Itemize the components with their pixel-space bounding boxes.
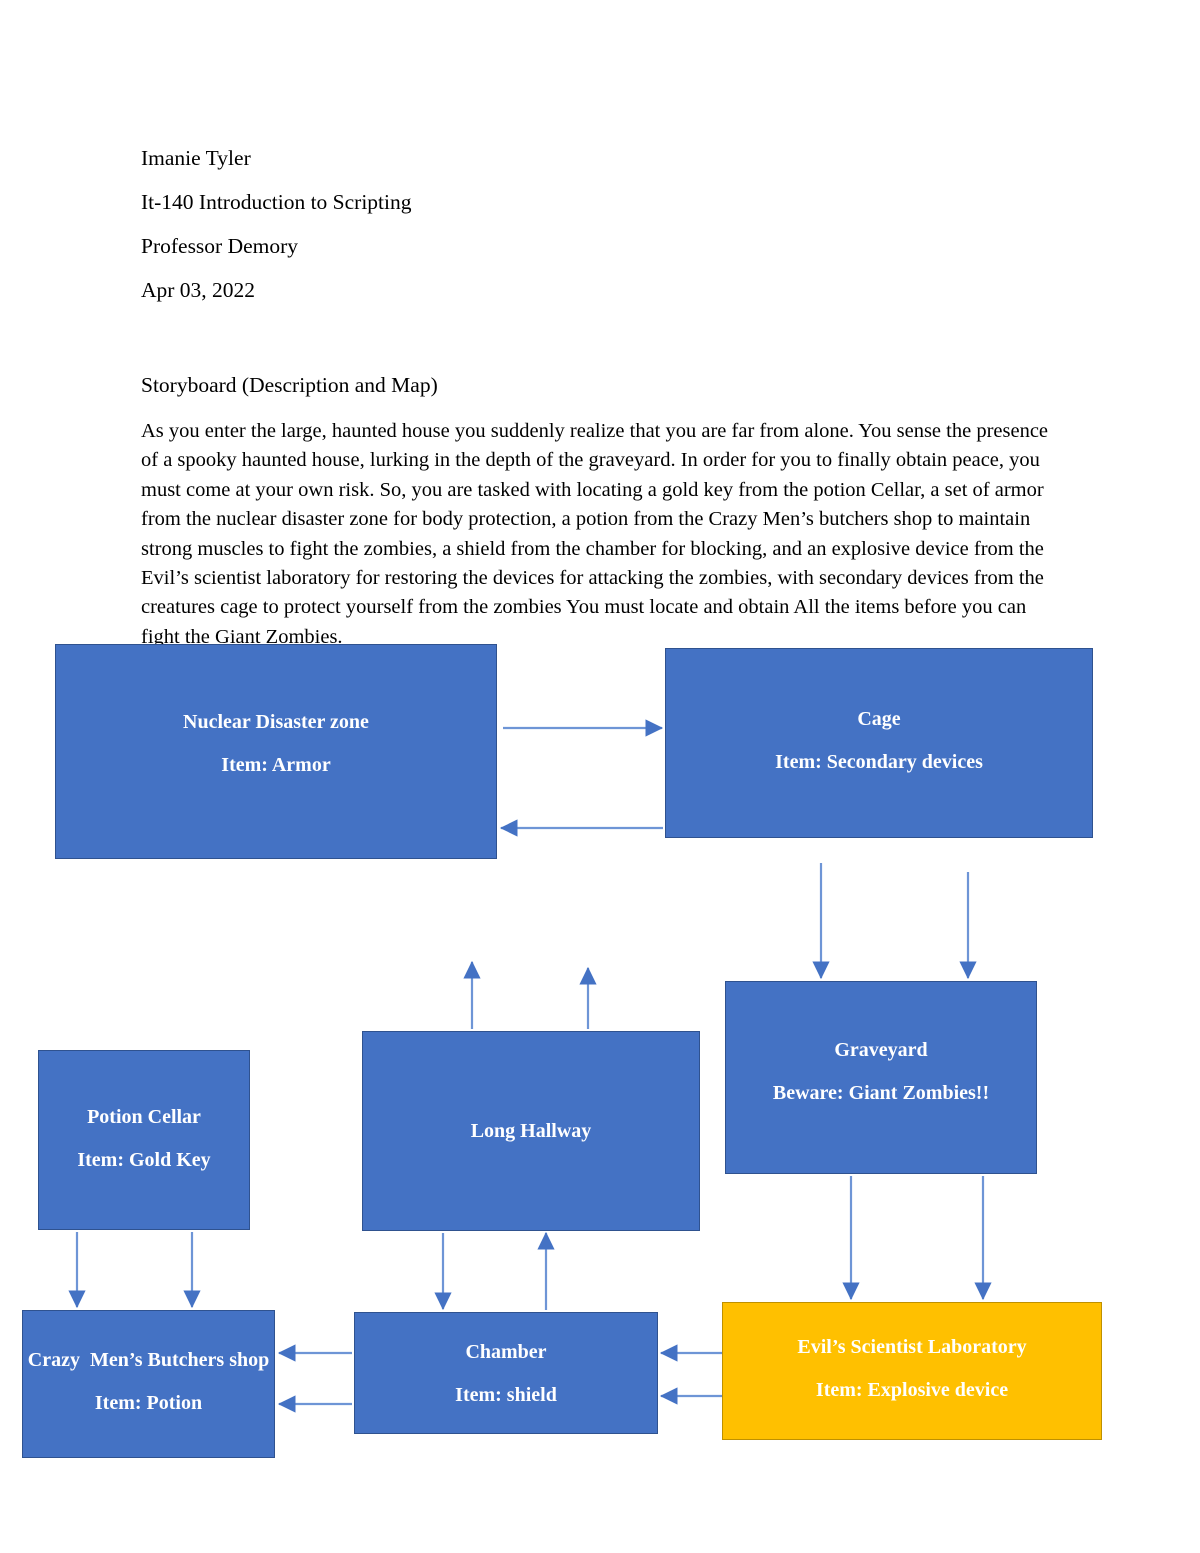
map-node-evils-scientist-laboratory[interactable]: Evil’s Scientist Laboratory Item: Explos… [722,1302,1102,1440]
course-line: It-140 Introduction to Scripting [141,190,412,214]
author-name-line: Imanie Tyler [141,146,251,170]
map-node-nuclear-disaster-zone[interactable]: Nuclear Disaster zone Item: Armor [55,644,497,859]
node-warning: Beware: Giant Zombies!! [772,1082,990,1104]
node-item: Item: Potion [94,1391,203,1414]
node-title: Evil’s Scientist Laboratory [797,1335,1027,1358]
node-item: Item: Explosive device [815,1378,1009,1401]
map-node-potion-cellar[interactable]: Potion Cellar Item: Gold Key [38,1050,250,1230]
node-title: Potion Cellar [87,1105,201,1128]
section-heading: Storyboard (Description and Map) [141,373,438,397]
node-title: Graveyard [834,1039,928,1061]
document-text-block: Imanie Tyler It-140 Introduction to Scri… [141,136,1053,652]
map-node-cage[interactable]: Cage Item: Secondary devices [665,648,1093,838]
map-node-long-hallway[interactable]: Long Hallway [362,1031,700,1231]
map-node-graveyard[interactable]: Graveyard Beware: Giant Zombies!! [725,981,1037,1174]
node-title: Nuclear Disaster zone [183,711,369,733]
node-item: Item: Secondary devices [775,750,983,773]
node-item: Item: Armor [221,754,331,776]
node-item: Item: shield [455,1383,557,1406]
node-item: Item: Gold Key [77,1148,211,1171]
professor-line: Professor Demory [141,234,299,258]
storyboard-paragraph: As you enter the large, haunted house yo… [141,420,1049,648]
node-title: Chamber [465,1340,547,1363]
map-node-crazy-mens-butchers-shop[interactable]: Crazy Men’s Butchers shop Item: Potion [22,1310,275,1458]
date-line: Apr 03, 2022 [141,278,256,302]
node-title: Cage [857,707,901,730]
map-node-chamber[interactable]: Chamber Item: shield [354,1312,658,1434]
node-title: Long Hallway [470,1120,592,1142]
node-title: Crazy Men’s Butchers shop [27,1348,270,1371]
